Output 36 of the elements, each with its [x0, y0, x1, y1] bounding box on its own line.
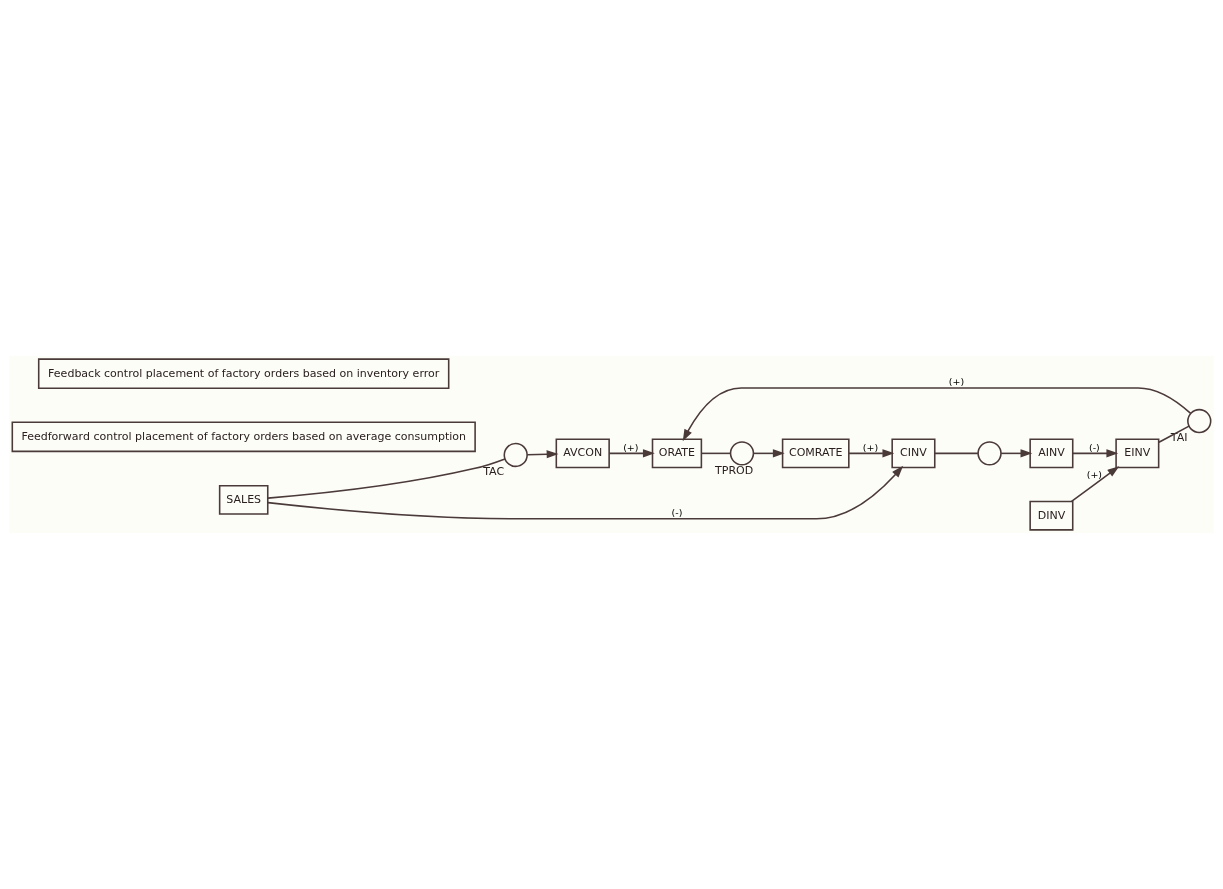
- node-label: TAI: [1170, 431, 1188, 445]
- node-box: AINV: [1029, 438, 1074, 469]
- node-circle: [729, 441, 755, 466]
- node-circle: [503, 442, 528, 468]
- node-box: COMRATE: [781, 438, 850, 469]
- node-circle: [1187, 408, 1212, 434]
- arrow: [608, 449, 655, 458]
- connector: [700, 452, 732, 455]
- edge-label: (+): [862, 441, 879, 453]
- connector: [267, 458, 506, 499]
- edge-label: (+): [948, 376, 965, 388]
- arrow: [1072, 449, 1119, 458]
- node-box: AVCON: [555, 438, 610, 469]
- arrow: [682, 387, 1192, 442]
- arrow: [526, 450, 559, 459]
- node-circle: [977, 441, 1002, 466]
- edge-label: (-): [671, 507, 683, 519]
- node-box: ORATE: [651, 438, 703, 469]
- node-label: TPROD: [715, 463, 754, 477]
- connector: [1158, 425, 1190, 444]
- node-box: Feedback control placement of factory orders based on inventory error: [37, 358, 450, 390]
- arrow: [848, 449, 895, 458]
- arrow: [752, 449, 785, 458]
- node-box: CINV: [891, 438, 936, 469]
- node-box: DINV: [1029, 500, 1074, 531]
- arrow: [267, 465, 904, 520]
- node-box: SALES: [218, 484, 269, 515]
- connector: [934, 452, 979, 455]
- arrow: [1000, 449, 1033, 458]
- node-label: TAC: [483, 465, 505, 479]
- edge-label: (+): [623, 441, 639, 453]
- node-box: Feedforward control placement of factory orders based on average consumption: [11, 421, 476, 453]
- node-box: EINV: [1115, 438, 1160, 469]
- edge-label: (-): [1089, 441, 1100, 453]
- arrow: [1070, 466, 1120, 503]
- edge-label: (+): [1086, 468, 1103, 480]
